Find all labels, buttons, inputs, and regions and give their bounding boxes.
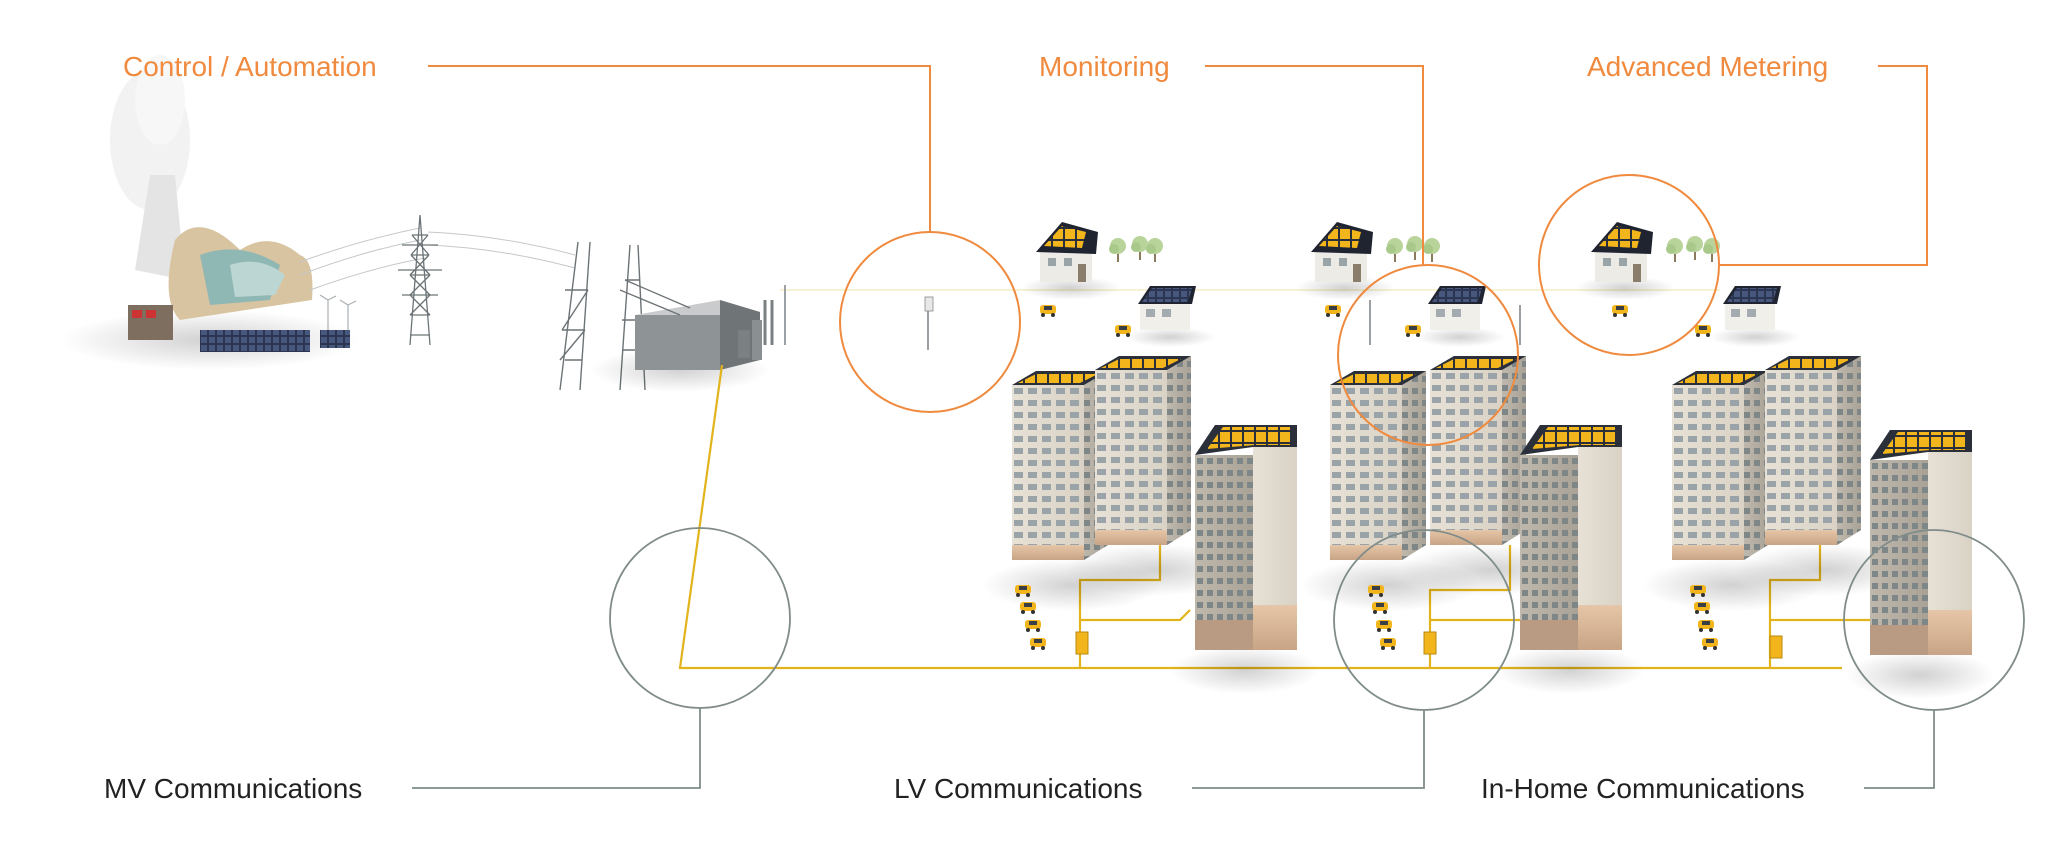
lv-communications-label: LV Communications [894,773,1143,804]
lv-communications-leader [1192,710,1425,789]
house-icon [1710,286,1800,347]
in-home-communications-leader [1864,710,1935,789]
meter-cabinet-icon [1075,631,1783,659]
mv-communications-callout-circle [609,527,791,709]
power-plant-icon [60,55,360,370]
house-icon [1125,286,1215,347]
house-icon [1295,222,1395,300]
mv-communications-label: MV Communications [104,773,363,804]
advanced-metering-label: Advanced Metering [1587,51,1829,82]
house-icon [1415,286,1505,347]
house-icon [1575,222,1675,300]
control-automation-callout-circle [839,231,1021,413]
meter-cabinet-icon [924,296,934,312]
mv-communications-leader [412,708,701,789]
house-icon [1020,222,1120,300]
control-automation-leader [428,65,931,232]
substation-icon [590,279,774,392]
monitoring-label: Monitoring [1039,51,1170,82]
control-automation-label: Control / Automation [123,51,377,82]
gray-callouts [412,527,2025,789]
in-home-communications-label: In-Home Communications [1481,773,1805,804]
orange-callouts [428,65,1928,446]
transmission-tower-icon [397,214,443,346]
advanced-metering-leader [1719,65,1928,266]
monitoring-leader [1205,65,1424,266]
monitoring-callout-circle [1337,264,1519,446]
